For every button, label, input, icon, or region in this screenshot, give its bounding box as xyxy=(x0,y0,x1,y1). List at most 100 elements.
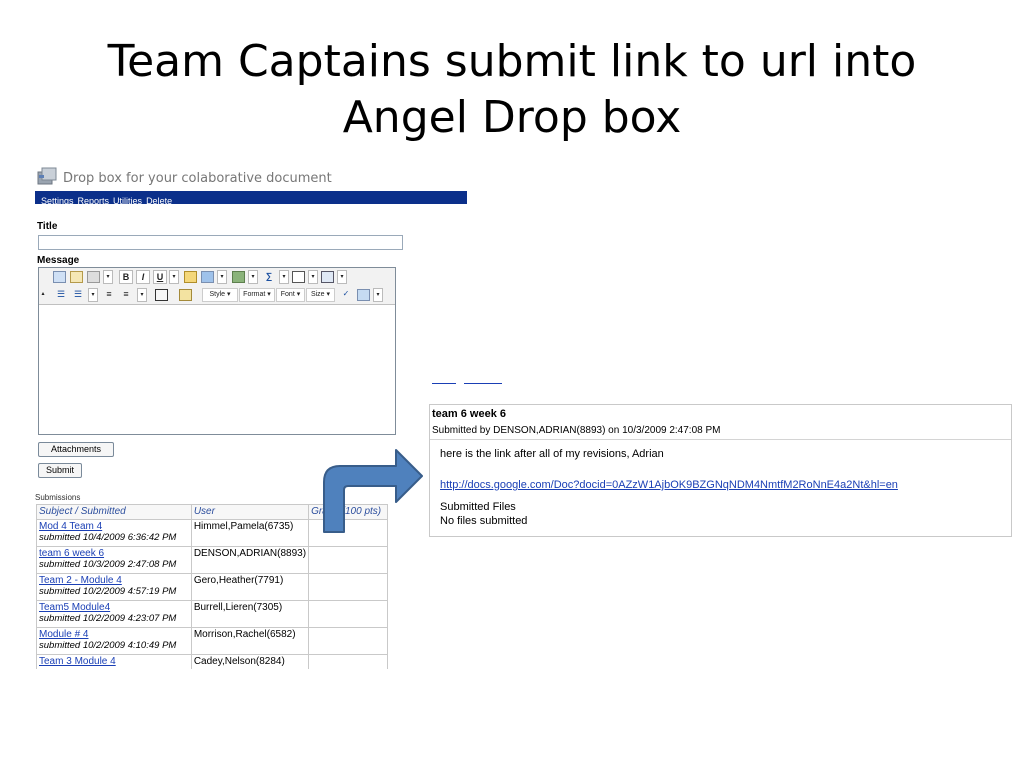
column-header-user[interactable]: User xyxy=(190,504,310,520)
nav-link-underline[interactable] xyxy=(432,383,456,384)
nav-link-underline[interactable] xyxy=(464,383,502,384)
submitted-time: submitted 10/3/2009 2:47:08 PM xyxy=(39,559,177,570)
italic-button[interactable]: I xyxy=(136,270,150,284)
attachments-button[interactable]: Attachments xyxy=(38,442,114,457)
menu-utilities[interactable]: Utilities xyxy=(113,196,143,206)
no-files-text: No files submitted xyxy=(440,515,528,527)
submitted-files-label: Submitted Files xyxy=(440,501,516,513)
submissions-label: Submissions xyxy=(35,493,81,502)
submission-link[interactable]: Team 3 Module 4 xyxy=(39,656,116,667)
submitted-time: submitted 10/4/2009 6:36:42 PM xyxy=(39,532,177,543)
special-chars-icon[interactable] xyxy=(357,289,370,301)
grade-cell[interactable] xyxy=(308,573,388,601)
picture-icon[interactable] xyxy=(232,271,245,283)
user-cell: DENSON,ADRIAN(8893) xyxy=(190,546,310,574)
background-color-icon[interactable] xyxy=(179,289,192,301)
underline-button[interactable]: U xyxy=(153,270,167,284)
submitted-time: submitted 10/2/2009 4:23:07 PM xyxy=(39,613,177,624)
submission-link[interactable]: Team 2 - Module 4 xyxy=(39,575,122,586)
format-dropdown[interactable]: Format ▾ xyxy=(239,288,275,302)
dropbox-screenshot: Drop box for your colaborative document … xyxy=(35,163,467,669)
chevron-down-icon[interactable]: ▾ xyxy=(169,270,179,284)
user-cell: Cadey,Nelson(8284) xyxy=(190,654,310,669)
grade-cell[interactable] xyxy=(308,654,388,669)
title-input[interactable] xyxy=(38,235,403,250)
dropbox-header: Drop box for your colaborative document xyxy=(35,163,467,191)
editor-toolbar-row-2: ▴ ☰ ☰ ▾ ≡ ≡ ▾ Style ▾ Format ▾ Font ▾ Si… xyxy=(39,286,395,305)
menu-settings[interactable]: Settings xyxy=(41,196,74,206)
bold-button[interactable]: B xyxy=(119,270,133,284)
user-cell: Morrison,Rachel(6582) xyxy=(190,627,310,655)
font-dropdown[interactable]: Font ▾ xyxy=(276,288,305,302)
submitted-time: submitted 10/2/2009 4:57:19 PM xyxy=(39,586,177,597)
submitted-time: submitted 10/2/2009 4:10:49 PM xyxy=(39,640,177,651)
align-center-icon[interactable]: ≡ xyxy=(123,289,129,299)
slide-title: Team Captains submit link to url into An… xyxy=(40,34,984,146)
submission-message: here is the link after all of my revisio… xyxy=(440,448,664,460)
image-icon[interactable] xyxy=(201,271,214,283)
title-label: Title xyxy=(37,221,58,232)
submission-title: team 6 week 6 xyxy=(432,408,506,420)
chevron-down-icon[interactable]: ▾ xyxy=(103,270,113,284)
user-cell: Himmel,Pamela(6735) xyxy=(190,519,310,547)
user-cell: Burrell,Lieren(7305) xyxy=(190,600,310,628)
submission-link[interactable]: team 6 week 6 xyxy=(39,548,105,559)
menu-reports[interactable]: Reports xyxy=(77,196,110,206)
paste-icon[interactable] xyxy=(70,271,83,283)
text-color-icon[interactable] xyxy=(155,289,168,301)
message-label: Message xyxy=(37,255,80,266)
editor-toolbar-row-1: ▾ B I U ▾ ▾ ▾ ∑ ▾ ▾ ▾ xyxy=(39,268,395,287)
submitted-by: Submitted by DENSON,ADRIAN(8893) on 10/3… xyxy=(432,425,721,436)
collapse-icon[interactable]: ▴ xyxy=(41,291,45,297)
style-dropdown[interactable]: Style ▾ xyxy=(202,288,238,302)
submit-button[interactable]: Submit xyxy=(38,463,82,478)
chevron-down-icon[interactable]: ▾ xyxy=(88,288,98,302)
submission-detail-header: team 6 week 6 Submitted by DENSON,ADRIAN… xyxy=(430,405,1011,440)
chevron-down-icon[interactable]: ▾ xyxy=(137,288,147,302)
grade-cell[interactable] xyxy=(308,546,388,574)
chevron-down-icon[interactable]: ▾ xyxy=(217,270,227,284)
chevron-down-icon[interactable]: ▾ xyxy=(308,270,318,284)
dropbox-icon xyxy=(37,167,57,185)
menu-delete[interactable]: Delete xyxy=(146,196,173,206)
user-cell: Gero,Heather(7791) xyxy=(190,573,310,601)
submission-link[interactable]: Mod 4 Team 4 xyxy=(39,521,103,532)
spellcheck-icon[interactable]: ✓ xyxy=(342,289,350,298)
grade-cell[interactable] xyxy=(308,600,388,628)
table-row: Team 3 Module 4 Cadey,Nelson(8284) xyxy=(36,654,388,669)
ordered-list-icon[interactable]: ☰ xyxy=(56,289,66,299)
source-icon[interactable] xyxy=(53,271,66,283)
window-icon[interactable] xyxy=(292,271,305,283)
column-header-subject[interactable]: Subject / Submitted xyxy=(36,504,192,520)
bullet-list-icon[interactable]: ☰ xyxy=(73,289,83,299)
chevron-down-icon[interactable]: ▾ xyxy=(337,270,347,284)
submission-link[interactable]: Module # 4 xyxy=(39,629,89,640)
submission-link[interactable]: Team5 Module4 xyxy=(39,602,111,613)
grade-cell[interactable] xyxy=(308,519,388,547)
submissions-table: Subject / Submitted User Grade (100 pts)… xyxy=(36,504,388,669)
size-dropdown[interactable]: Size ▾ xyxy=(306,288,335,302)
chevron-down-icon[interactable]: ▾ xyxy=(279,270,289,284)
slide-title-line-2: Angel Drop box xyxy=(342,92,682,143)
save-icon[interactable] xyxy=(321,271,334,283)
align-left-icon[interactable]: ≡ xyxy=(106,289,112,299)
sigma-icon[interactable]: ∑ xyxy=(265,271,273,281)
submission-url-link[interactable]: http://docs.google.com/Doc?docid=0AZzW1A… xyxy=(440,479,898,491)
message-editor[interactable]: ▾ B I U ▾ ▾ ▾ ∑ ▾ ▾ ▾ ▴ ☰ ☰ ▾ ≡ ≡ ▾ xyxy=(38,267,396,435)
paste-word-icon[interactable] xyxy=(87,271,100,283)
grade-cell[interactable] xyxy=(308,627,388,655)
submission-detail-panel: team 6 week 6 Submitted by DENSON,ADRIAN… xyxy=(429,404,1012,537)
chevron-down-icon[interactable]: ▾ xyxy=(248,270,258,284)
slide-title-line-1: Team Captains submit link to url into xyxy=(107,36,917,87)
nav-link-underlines xyxy=(432,383,512,386)
dropbox-title: Drop box for your colaborative document xyxy=(63,171,332,186)
chevron-down-icon[interactable]: ▾ xyxy=(373,288,383,302)
link-icon[interactable] xyxy=(184,271,197,283)
bent-arrow-icon xyxy=(323,449,423,533)
